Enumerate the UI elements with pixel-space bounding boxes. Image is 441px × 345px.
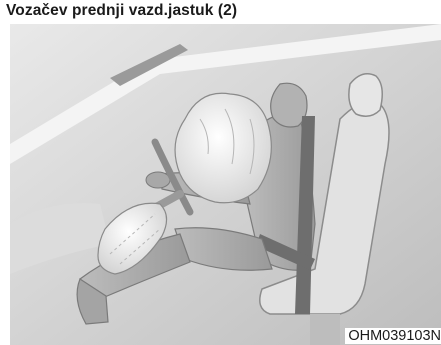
seat-base [310,314,340,345]
driver-airbag-deployment-drawing [10,24,441,345]
occupant-head [271,83,307,127]
figure-title: Vozačev prednji vazd.jastuk (2) [6,2,237,20]
image-code: OHM039103N [345,328,441,344]
occupant-hand [146,172,170,188]
airbag-illustration [10,24,441,345]
seat-headrest [349,74,382,116]
